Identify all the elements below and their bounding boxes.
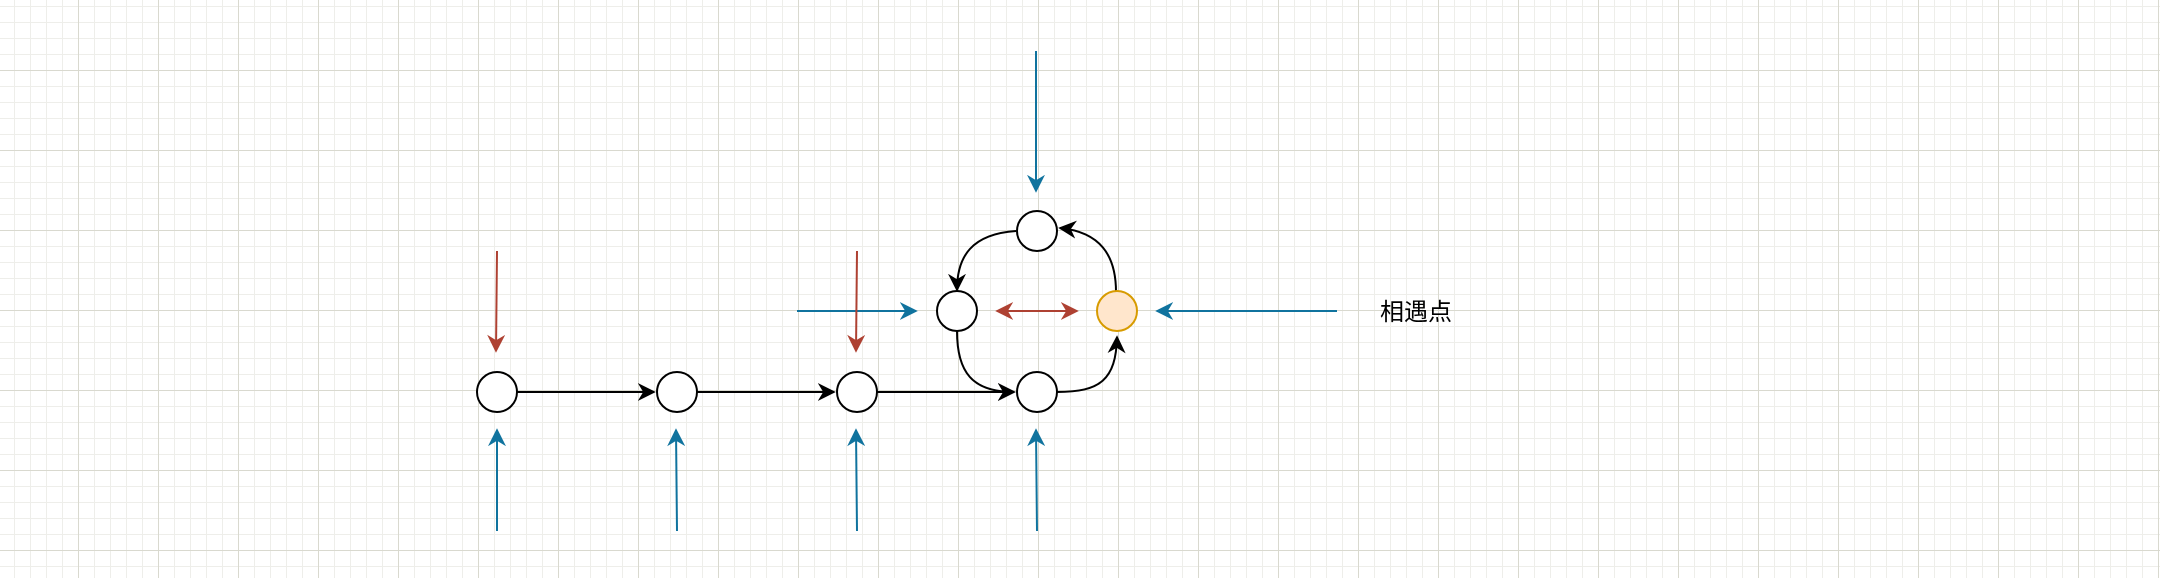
slow-arrow-n1 — [487, 250, 506, 353]
node-circle — [836, 371, 878, 413]
meeting-node-circle — [1096, 290, 1138, 332]
slow-pointer-arrows — [487, 250, 1079, 353]
fast-arrow-n3 — [847, 428, 866, 532]
node-circle — [656, 371, 698, 413]
meeting-point-label: 相遇点 — [1380, 298, 1452, 326]
fast-arrow-n4 — [1027, 428, 1046, 532]
edge-n6-n5 — [1058, 220, 1117, 293]
list-nodes — [476, 210, 1138, 413]
node-circle — [476, 371, 518, 413]
node-circle — [1016, 371, 1058, 413]
node-circle — [936, 290, 978, 332]
fast-arrow-n2 — [667, 428, 686, 532]
edge-n4-n6 — [1056, 335, 1126, 393]
edge-n7-n4 — [956, 330, 1016, 401]
list-edges — [517, 220, 1126, 401]
fast-pointer-arrows — [488, 51, 1337, 532]
slow-arrow-n3 — [847, 250, 866, 353]
edge-n5-n7 — [948, 230, 1017, 292]
node-circle — [1016, 210, 1058, 252]
